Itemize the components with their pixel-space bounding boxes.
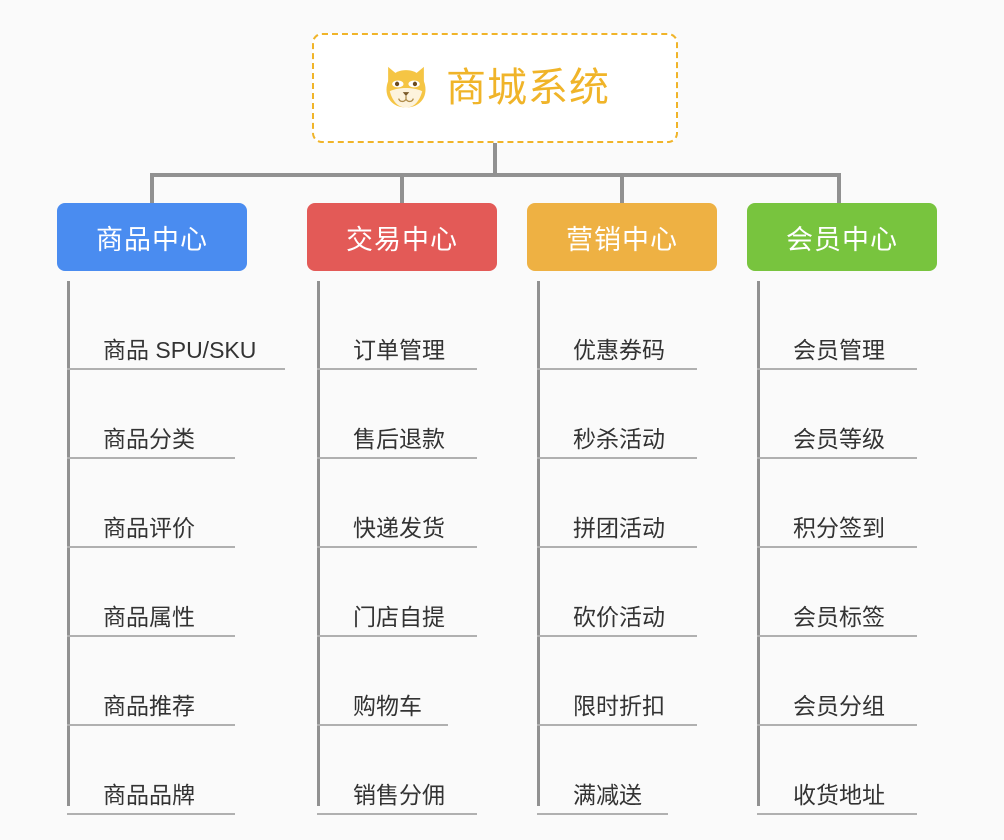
leaf-item[interactable]: 商品推荐: [67, 637, 235, 726]
leaf-item[interactable]: 销售分佣: [317, 726, 477, 815]
leaf-label: 收货地址: [793, 781, 885, 808]
branch-column-trade-center: 交易中心 订单管理 售后退款 快递发货 门店自提 购物车 销售分佣: [307, 203, 497, 815]
leaf-item[interactable]: 优惠券码: [537, 281, 697, 370]
leaf-item[interactable]: 秒杀活动: [537, 370, 697, 459]
leaf-trunk-line: [67, 281, 70, 806]
leaf-list-marketing-center: 优惠券码 秒杀活动 拼团活动 砍价活动 限时折扣 满减送: [537, 281, 717, 815]
leaf-item[interactable]: 门店自提: [317, 548, 477, 637]
leaf-item[interactable]: 会员分组: [757, 637, 917, 726]
leaf-item[interactable]: 会员管理: [757, 281, 917, 370]
leaf-item[interactable]: 售后退款: [317, 370, 477, 459]
leaf-trunk-line: [757, 281, 760, 806]
leaf-label: 限时折扣: [573, 692, 665, 719]
root-title: 商城系统: [446, 66, 610, 110]
leaf-label: 积分签到: [793, 514, 885, 541]
leaf-label: 会员等级: [793, 425, 885, 452]
leaf-item[interactable]: 商品 SPU/SKU: [67, 281, 285, 370]
leaf-item[interactable]: 限时折扣: [537, 637, 697, 726]
branch-header-trade-center[interactable]: 交易中心: [307, 203, 497, 271]
leaf-label: 商品推荐: [103, 692, 195, 719]
branch-column-marketing-center: 营销中心 优惠券码 秒杀活动 拼团活动 砍价活动 限时折扣 满减送: [527, 203, 717, 815]
leaf-item[interactable]: 会员标签: [757, 548, 917, 637]
leaf-label: 订单管理: [353, 336, 445, 363]
leaf-list-product-center: 商品 SPU/SKU 商品分类 商品评价 商品属性 商品推荐 商品品牌: [67, 281, 285, 815]
leaf-item[interactable]: 商品评价: [67, 459, 235, 548]
connector-root-stem: [493, 143, 497, 175]
connector-drop-trade: [400, 173, 404, 205]
leaf-label: 砍价活动: [573, 603, 665, 630]
leaf-label: 会员分组: [793, 692, 885, 719]
connector-drop-member: [837, 173, 841, 205]
leaf-label: 门店自提: [353, 603, 445, 630]
branch-header-product-center[interactable]: 商品中心: [57, 203, 247, 271]
leaf-list-member-center: 会员管理 会员等级 积分签到 会员标签 会员分组 收货地址: [757, 281, 937, 815]
shiba-dog-face-icon: [386, 66, 426, 108]
branch-header-label: 交易中心: [346, 224, 458, 255]
leaf-item[interactable]: 满减送: [537, 726, 668, 815]
leaf-item[interactable]: 商品属性: [67, 548, 235, 637]
connector-drop-marketing: [620, 173, 624, 205]
leaf-label: 会员管理: [793, 336, 885, 363]
leaf-item[interactable]: 拼团活动: [537, 459, 697, 548]
leaf-label: 满减送: [573, 781, 642, 808]
leaf-label: 售后退款: [353, 425, 445, 452]
leaf-label: 商品分类: [103, 425, 195, 452]
leaf-item[interactable]: 会员等级: [757, 370, 917, 459]
leaf-item[interactable]: 商品分类: [67, 370, 235, 459]
leaf-label: 优惠券码: [573, 336, 665, 363]
leaf-item[interactable]: 积分签到: [757, 459, 917, 548]
leaf-item[interactable]: 商品品牌: [67, 726, 235, 815]
leaf-label: 秒杀活动: [573, 425, 665, 452]
branch-header-label: 营销中心: [566, 224, 678, 255]
leaf-label: 购物车: [353, 692, 422, 719]
leaf-list-trade-center: 订单管理 售后退款 快递发货 门店自提 购物车 销售分佣: [317, 281, 497, 815]
branch-header-marketing-center[interactable]: 营销中心: [527, 203, 717, 271]
leaf-item[interactable]: 订单管理: [317, 281, 477, 370]
connector-drop-product: [150, 173, 154, 205]
leaf-item[interactable]: 砍价活动: [537, 548, 697, 637]
leaf-label: 拼团活动: [573, 514, 665, 541]
leaf-label: 商品 SPU/SKU: [103, 336, 257, 363]
leaf-label: 快递发货: [353, 514, 445, 541]
branch-column-member-center: 会员中心 会员管理 会员等级 积分签到 会员标签 会员分组 收货地址: [747, 203, 937, 815]
leaf-label: 商品品牌: [103, 781, 195, 808]
leaf-label: 商品评价: [103, 514, 195, 541]
leaf-item[interactable]: 购物车: [317, 637, 448, 726]
branch-header-label: 商品中心: [96, 224, 208, 255]
leaf-item[interactable]: 收货地址: [757, 726, 917, 815]
connector-horizontal-bus: [150, 173, 840, 177]
branch-header-member-center[interactable]: 会员中心: [747, 203, 937, 271]
leaf-item[interactable]: 快递发货: [317, 459, 477, 548]
leaf-label: 商品属性: [103, 603, 195, 630]
branch-header-label: 会员中心: [786, 224, 898, 255]
leaf-label: 销售分佣: [353, 781, 445, 808]
leaf-trunk-line: [317, 281, 320, 806]
leaf-label: 会员标签: [793, 603, 885, 630]
leaf-trunk-line: [537, 281, 540, 806]
branch-column-product-center: 商品中心 商品 SPU/SKU 商品分类 商品评价 商品属性 商品推荐 商品品牌: [57, 203, 285, 815]
root-node[interactable]: 商城系统: [312, 33, 678, 143]
